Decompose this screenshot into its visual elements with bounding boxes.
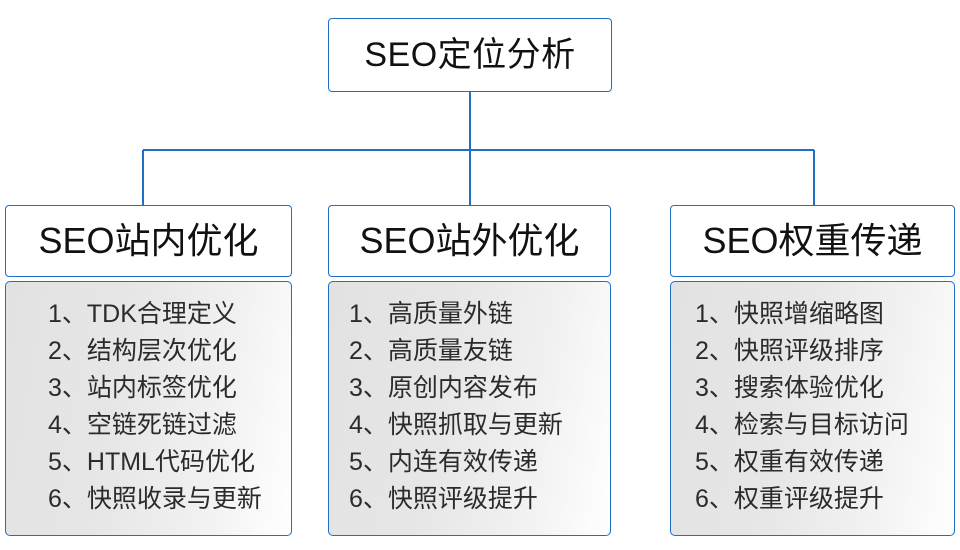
branch-header-2[interactable]: SEO权重传递 <box>670 205 955 277</box>
list-item: 4、空链死链过滤 <box>48 411 237 439</box>
branch-body-2: 1、快照增缩略图 2、快照评级排序 3、搜索体验优化 4、检索与目标访问 5、权… <box>670 281 955 536</box>
list-item: 2、高质量友链 <box>349 337 513 365</box>
branch-column-seo-weight: SEO权重传递 1、快照增缩略图 2、快照评级排序 3、搜索体验优化 4、检索与… <box>670 205 955 536</box>
list-item: 1、快照增缩略图 <box>695 300 884 328</box>
list-item: 4、检索与目标访问 <box>695 411 909 439</box>
list-item: 3、站内标签优化 <box>48 374 237 402</box>
branch-column-seo-offsite: SEO站外优化 1、高质量外链 2、高质量友链 3、原创内容发布 4、快照抓取与… <box>328 205 611 536</box>
list-item: 6、快照收录与更新 <box>48 485 262 513</box>
list-item: 1、TDK合理定义 <box>48 300 237 328</box>
branch-header-1[interactable]: SEO站外优化 <box>328 205 611 277</box>
root-node[interactable]: SEO定位分析 <box>328 18 612 92</box>
list-item: 5、内连有效传递 <box>349 448 538 476</box>
branch-title-1: SEO站外优化 <box>359 220 580 261</box>
branch-item-list-0: 1、TDK合理定义 2、结构层次优化 3、站内标签优化 4、空链死链过滤 5、H… <box>6 296 291 518</box>
branch-item-list-2: 1、快照增缩略图 2、快照评级排序 3、搜索体验优化 4、检索与目标访问 5、权… <box>671 296 954 518</box>
list-item: 6、权重评级提升 <box>695 485 884 513</box>
branch-title-0: SEO站内优化 <box>38 220 259 261</box>
branch-body-0: 1、TDK合理定义 2、结构层次优化 3、站内标签优化 4、空链死链过滤 5、H… <box>5 281 292 536</box>
branch-item-list-1: 1、高质量外链 2、高质量友链 3、原创内容发布 4、快照抓取与更新 5、内连有… <box>329 296 610 518</box>
branch-body-1: 1、高质量外链 2、高质量友链 3、原创内容发布 4、快照抓取与更新 5、内连有… <box>328 281 611 536</box>
list-item: 4、快照抓取与更新 <box>349 411 563 439</box>
list-item: 2、结构层次优化 <box>48 337 237 365</box>
list-item: 1、高质量外链 <box>349 300 513 328</box>
branch-column-seo-onsite: SEO站内优化 1、TDK合理定义 2、结构层次优化 3、站内标签优化 4、空链… <box>5 205 292 536</box>
branch-title-2: SEO权重传递 <box>702 220 923 261</box>
list-item: 6、快照评级提升 <box>349 485 538 513</box>
list-item: 5、HTML代码优化 <box>48 448 255 476</box>
list-item: 3、原创内容发布 <box>349 374 538 402</box>
list-item: 2、快照评级排序 <box>695 337 884 365</box>
list-item: 3、搜索体验优化 <box>695 374 884 402</box>
list-item: 5、权重有效传递 <box>695 448 884 476</box>
branch-header-0[interactable]: SEO站内优化 <box>5 205 292 277</box>
root-node-label: SEO定位分析 <box>364 36 576 74</box>
